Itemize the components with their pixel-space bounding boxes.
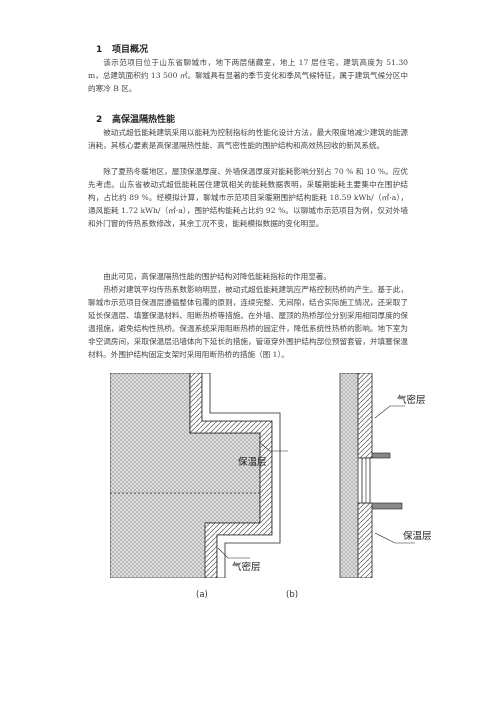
paragraph: 被动式超低能耗建筑采用以能耗为控制指标的性能化设计方法，最大限度地减少建筑的能源… bbox=[88, 128, 408, 150]
paragraph: 由此可见，高保温隔热性能的围护结构对降低能耗指标的作用显著。 bbox=[103, 272, 331, 281]
section-1-heading: 1 项目概况 bbox=[96, 42, 148, 55]
figure-a-label-airtight: 气密层 bbox=[232, 561, 261, 573]
figure-a-caption: (a) bbox=[196, 590, 208, 600]
figure-a-label-insulation: 保温层 bbox=[238, 456, 267, 468]
figure-b-label-insulation: 保温层 bbox=[403, 530, 432, 542]
figure-b-drawing: 气密层 保温层 bbox=[335, 373, 455, 578]
section-title: 高保温隔热性能 bbox=[112, 115, 176, 125]
paragraph: 该示范项目位于山东省聊城市，地下两层储藏室，地上 17 层住宅，建筑高度为 51… bbox=[88, 58, 408, 93]
section-number: 2 bbox=[96, 115, 103, 125]
paragraph: 除了夏热冬暖地区，屋顶保温厚度、外墙保温厚度对能耗影响分别占 70 % 和 10… bbox=[88, 167, 408, 228]
paragraph: 热桥对建筑平均传热系数影响明显，被动式超低能耗建筑应严格控制热桥的产生。基于此，… bbox=[88, 285, 408, 359]
section-number: 1 bbox=[96, 45, 103, 55]
figure-b-label-airtight: 气密层 bbox=[397, 394, 426, 406]
figure-a-drawing: 保温层 气密层 bbox=[110, 373, 290, 578]
figure-b-caption: (b) bbox=[286, 590, 299, 600]
section-title: 项目概况 bbox=[112, 45, 149, 55]
section-2-heading: 2 高保温隔热性能 bbox=[96, 112, 175, 125]
